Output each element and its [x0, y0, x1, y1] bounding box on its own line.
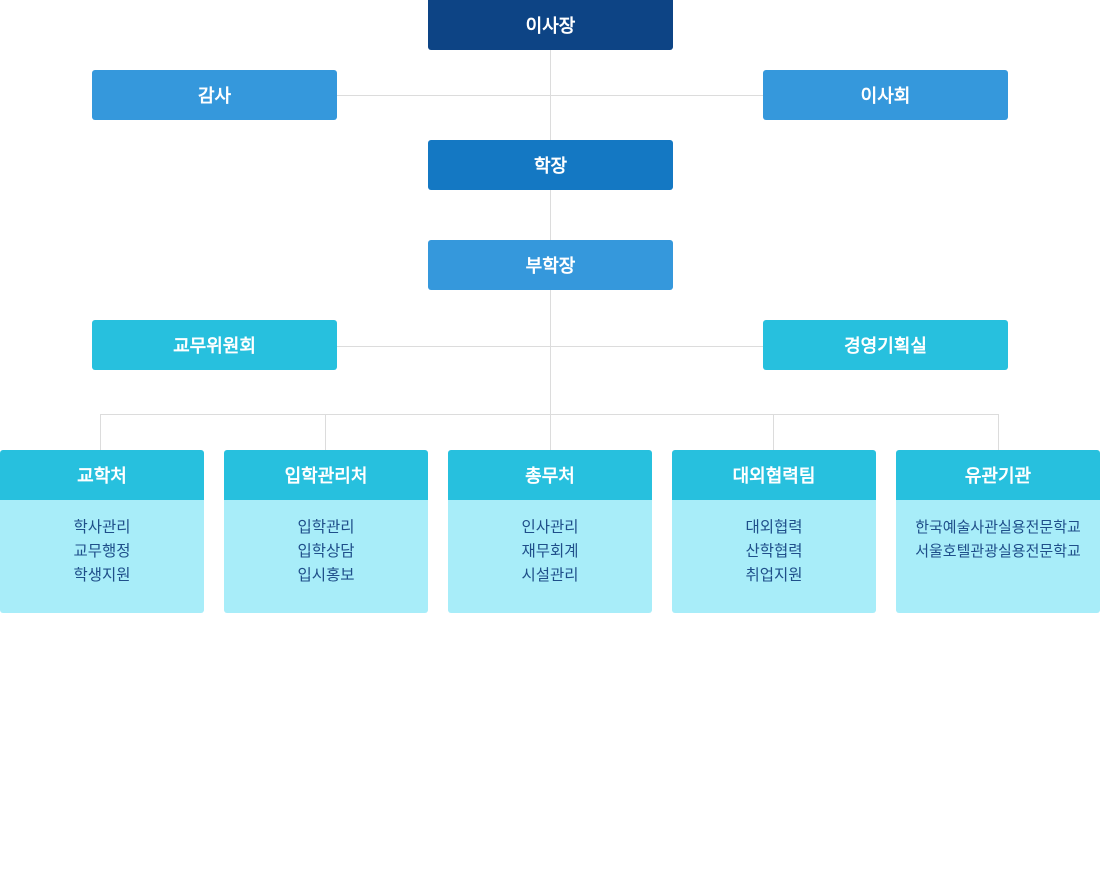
- department-header: 교학처: [0, 450, 204, 500]
- department-body: 한국예술사관실용전문학교 서울호텔관광실용전문학교: [896, 500, 1100, 613]
- department-card: 대외협력팀 대외협력 산학협력 취업지원: [672, 450, 876, 613]
- connector-dept-4: [773, 414, 774, 450]
- department-item: 입학상담: [297, 542, 355, 560]
- department-header: 총무처: [448, 450, 652, 500]
- department-item: 산학협력: [745, 542, 803, 560]
- chairman-label: 이사장: [525, 16, 576, 37]
- planning-office-box: 경영기획실: [763, 320, 1008, 370]
- department-item: 대외협력: [745, 518, 803, 536]
- department-item: 시설관리: [521, 566, 579, 584]
- department-item: 인사관리: [521, 518, 579, 536]
- department-card: 교학처 학사관리 교무행정 학생지원: [0, 450, 204, 613]
- department-item: 교무행정: [73, 542, 131, 560]
- department-item: 학사관리: [73, 518, 131, 536]
- department-body: 대외협력 산학협력 취업지원: [672, 500, 876, 613]
- department-body: 학사관리 교무행정 학생지원: [0, 500, 204, 613]
- department-header: 대외협력팀: [672, 450, 876, 500]
- connector-dept-5: [998, 414, 999, 450]
- department-item: 취업지원: [745, 566, 803, 584]
- department-card: 총무처 인사관리 재무회계 시설관리: [448, 450, 652, 613]
- connector-dept-2: [325, 414, 326, 450]
- department-body: 인사관리 재무회계 시설관리: [448, 500, 652, 613]
- academic-committee-label: 교무위원회: [173, 336, 256, 357]
- department-card: 유관기관 한국예술사관실용전문학교 서울호텔관광실용전문학교: [896, 450, 1100, 613]
- chairman-box: 이사장: [428, 0, 673, 50]
- department-item: 학생지원: [73, 566, 131, 584]
- department-body: 입학관리 입학상담 입시홍보: [224, 500, 428, 613]
- vice-president-box: 부학장: [428, 240, 673, 290]
- department-item: 재무회계: [521, 542, 579, 560]
- planning-office-label: 경영기획실: [844, 336, 927, 357]
- department-header: 입학관리처: [224, 450, 428, 500]
- academic-committee-box: 교무위원회: [92, 320, 337, 370]
- board-box: 이사회: [763, 70, 1008, 120]
- connector-dept-1: [100, 414, 101, 450]
- department-item: 서울호텔관광실용전문학교: [915, 542, 1081, 560]
- vice-president-label: 부학장: [525, 256, 576, 277]
- department-header: 유관기관: [896, 450, 1100, 500]
- president-label: 학장: [533, 156, 568, 177]
- department-item: 한국예술사관실용전문학교: [915, 518, 1081, 536]
- department-name: 총무처: [525, 466, 575, 487]
- board-label: 이사회: [860, 86, 911, 107]
- president-box: 학장: [428, 140, 673, 190]
- auditor-label: 감사: [197, 86, 232, 107]
- department-name: 대외협력팀: [732, 466, 816, 487]
- department-item: 입시홍보: [297, 566, 355, 584]
- department-name: 유관기관: [964, 466, 1032, 487]
- department-item: 입학관리: [297, 518, 355, 536]
- connector-auditor-board: [337, 95, 763, 96]
- department-name: 교학처: [77, 466, 127, 487]
- connector-committee-planning: [337, 346, 763, 347]
- auditor-box: 감사: [92, 70, 337, 120]
- department-card: 입학관리처 입학관리 입학상담 입시홍보: [224, 450, 428, 613]
- department-name: 입학관리처: [284, 466, 368, 487]
- connector-departments: [100, 414, 998, 415]
